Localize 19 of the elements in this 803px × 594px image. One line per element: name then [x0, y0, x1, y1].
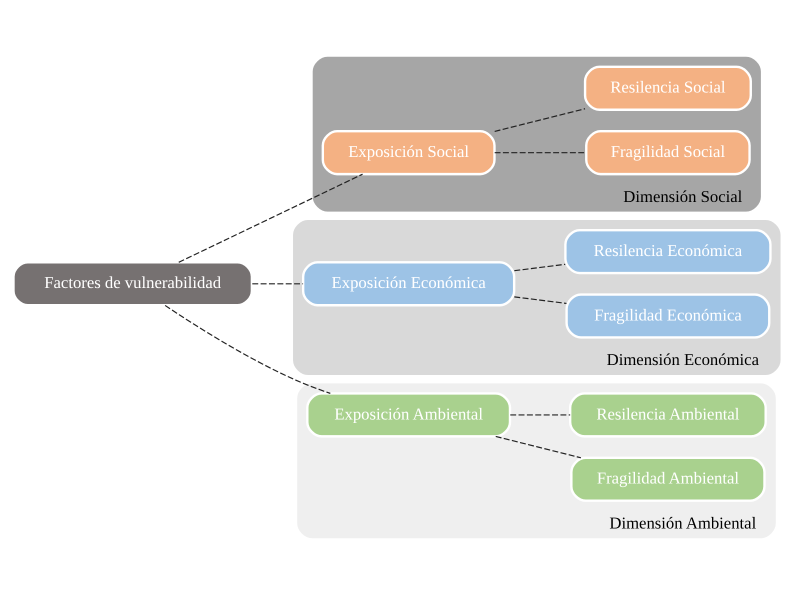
connector: [514, 296, 567, 304]
connector: [178, 173, 363, 262]
node-box: Exposición Ambiental: [306, 392, 512, 438]
node-box: Resilencia Económica: [564, 228, 772, 274]
connector: [514, 263, 566, 271]
node-box: Resilencia Ambiental: [568, 392, 767, 438]
connector: [494, 108, 586, 132]
node-box: Resilencia Social: [584, 65, 752, 110]
node-box: Fragilidad Social: [585, 130, 751, 175]
node-box: Fragilidad Ambiental: [570, 456, 766, 502]
connector: [494, 152, 586, 153]
node-box: Exposición Social: [322, 130, 496, 175]
node-box: Factores de vulnerabilidad: [12, 260, 254, 306]
connector: [496, 435, 582, 458]
node-box: Fragilidad Económica: [565, 292, 770, 338]
connector: [510, 414, 570, 416]
connector: [252, 282, 304, 284]
node-box: Exposición Económica: [302, 260, 516, 306]
connector: [164, 304, 330, 394]
